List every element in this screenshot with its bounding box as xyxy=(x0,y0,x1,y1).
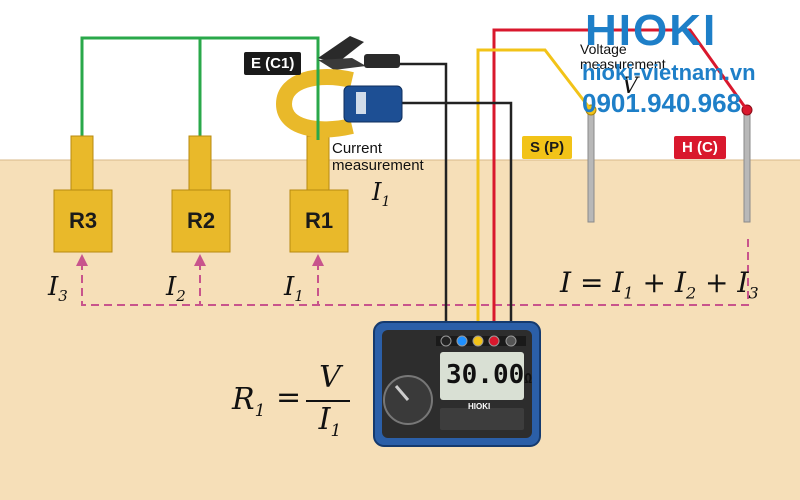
electrode-label-r3: R3 xyxy=(68,208,98,233)
meter-display-value: 30.00Ω xyxy=(446,360,533,390)
electrode-r2 xyxy=(171,135,231,253)
electrode-label-r1: R1 xyxy=(304,208,334,233)
electrode-label-r2: R2 xyxy=(186,208,216,233)
terminal-s-tag: S (P) xyxy=(522,136,573,159)
hioki-logo: HIOKI xyxy=(585,6,718,55)
current-i2-label: I2 xyxy=(166,272,186,306)
resistance-formula-numerator: V xyxy=(319,360,341,395)
current-i1-label: I1 xyxy=(284,272,304,306)
sky-background xyxy=(0,0,800,160)
clamp-sensor xyxy=(275,69,403,138)
arrow-r3 xyxy=(76,254,88,266)
resistance-formula-lhs: R1 xyxy=(232,382,266,421)
red-wire xyxy=(492,28,749,336)
black-wire-e xyxy=(400,62,448,336)
website-watermark: hioki-vietnam.vn xyxy=(582,60,756,85)
phone-watermark: 0901.940.968 xyxy=(582,88,742,118)
probe-h xyxy=(741,104,753,223)
terminal-h-tag: H (C) xyxy=(674,136,726,159)
ground-tester-device xyxy=(373,321,541,447)
voltage-measurement-symbol: V xyxy=(622,74,638,99)
resistance-formula-eq: = xyxy=(276,380,302,415)
resistance-formula-denominator: I1 xyxy=(318,402,342,441)
meter-brand-label: HIOKI xyxy=(468,402,491,411)
probe-s xyxy=(585,104,597,223)
current-measurement-caption: Current measurement xyxy=(332,140,424,174)
black-wire-clamp xyxy=(398,101,513,336)
voltage-measurement-caption: Voltage measurement xyxy=(580,41,666,72)
alligator-clip xyxy=(318,36,400,70)
current-measurement-symbol: I1 xyxy=(372,178,391,210)
arrow-r1 xyxy=(312,254,324,266)
resistance-formula-fraction-bar xyxy=(306,400,350,402)
terminal-e-tag: E (C1) xyxy=(244,52,302,75)
yellow-wire xyxy=(476,48,593,336)
total-current-formula: I = I1 + I2 + I3 xyxy=(560,266,759,303)
electrode-r3 xyxy=(53,135,113,253)
electrode-r1 xyxy=(289,135,349,253)
current-i3-label: I3 xyxy=(48,272,68,306)
current-return-path xyxy=(81,237,749,306)
arrow-r2 xyxy=(194,254,206,266)
